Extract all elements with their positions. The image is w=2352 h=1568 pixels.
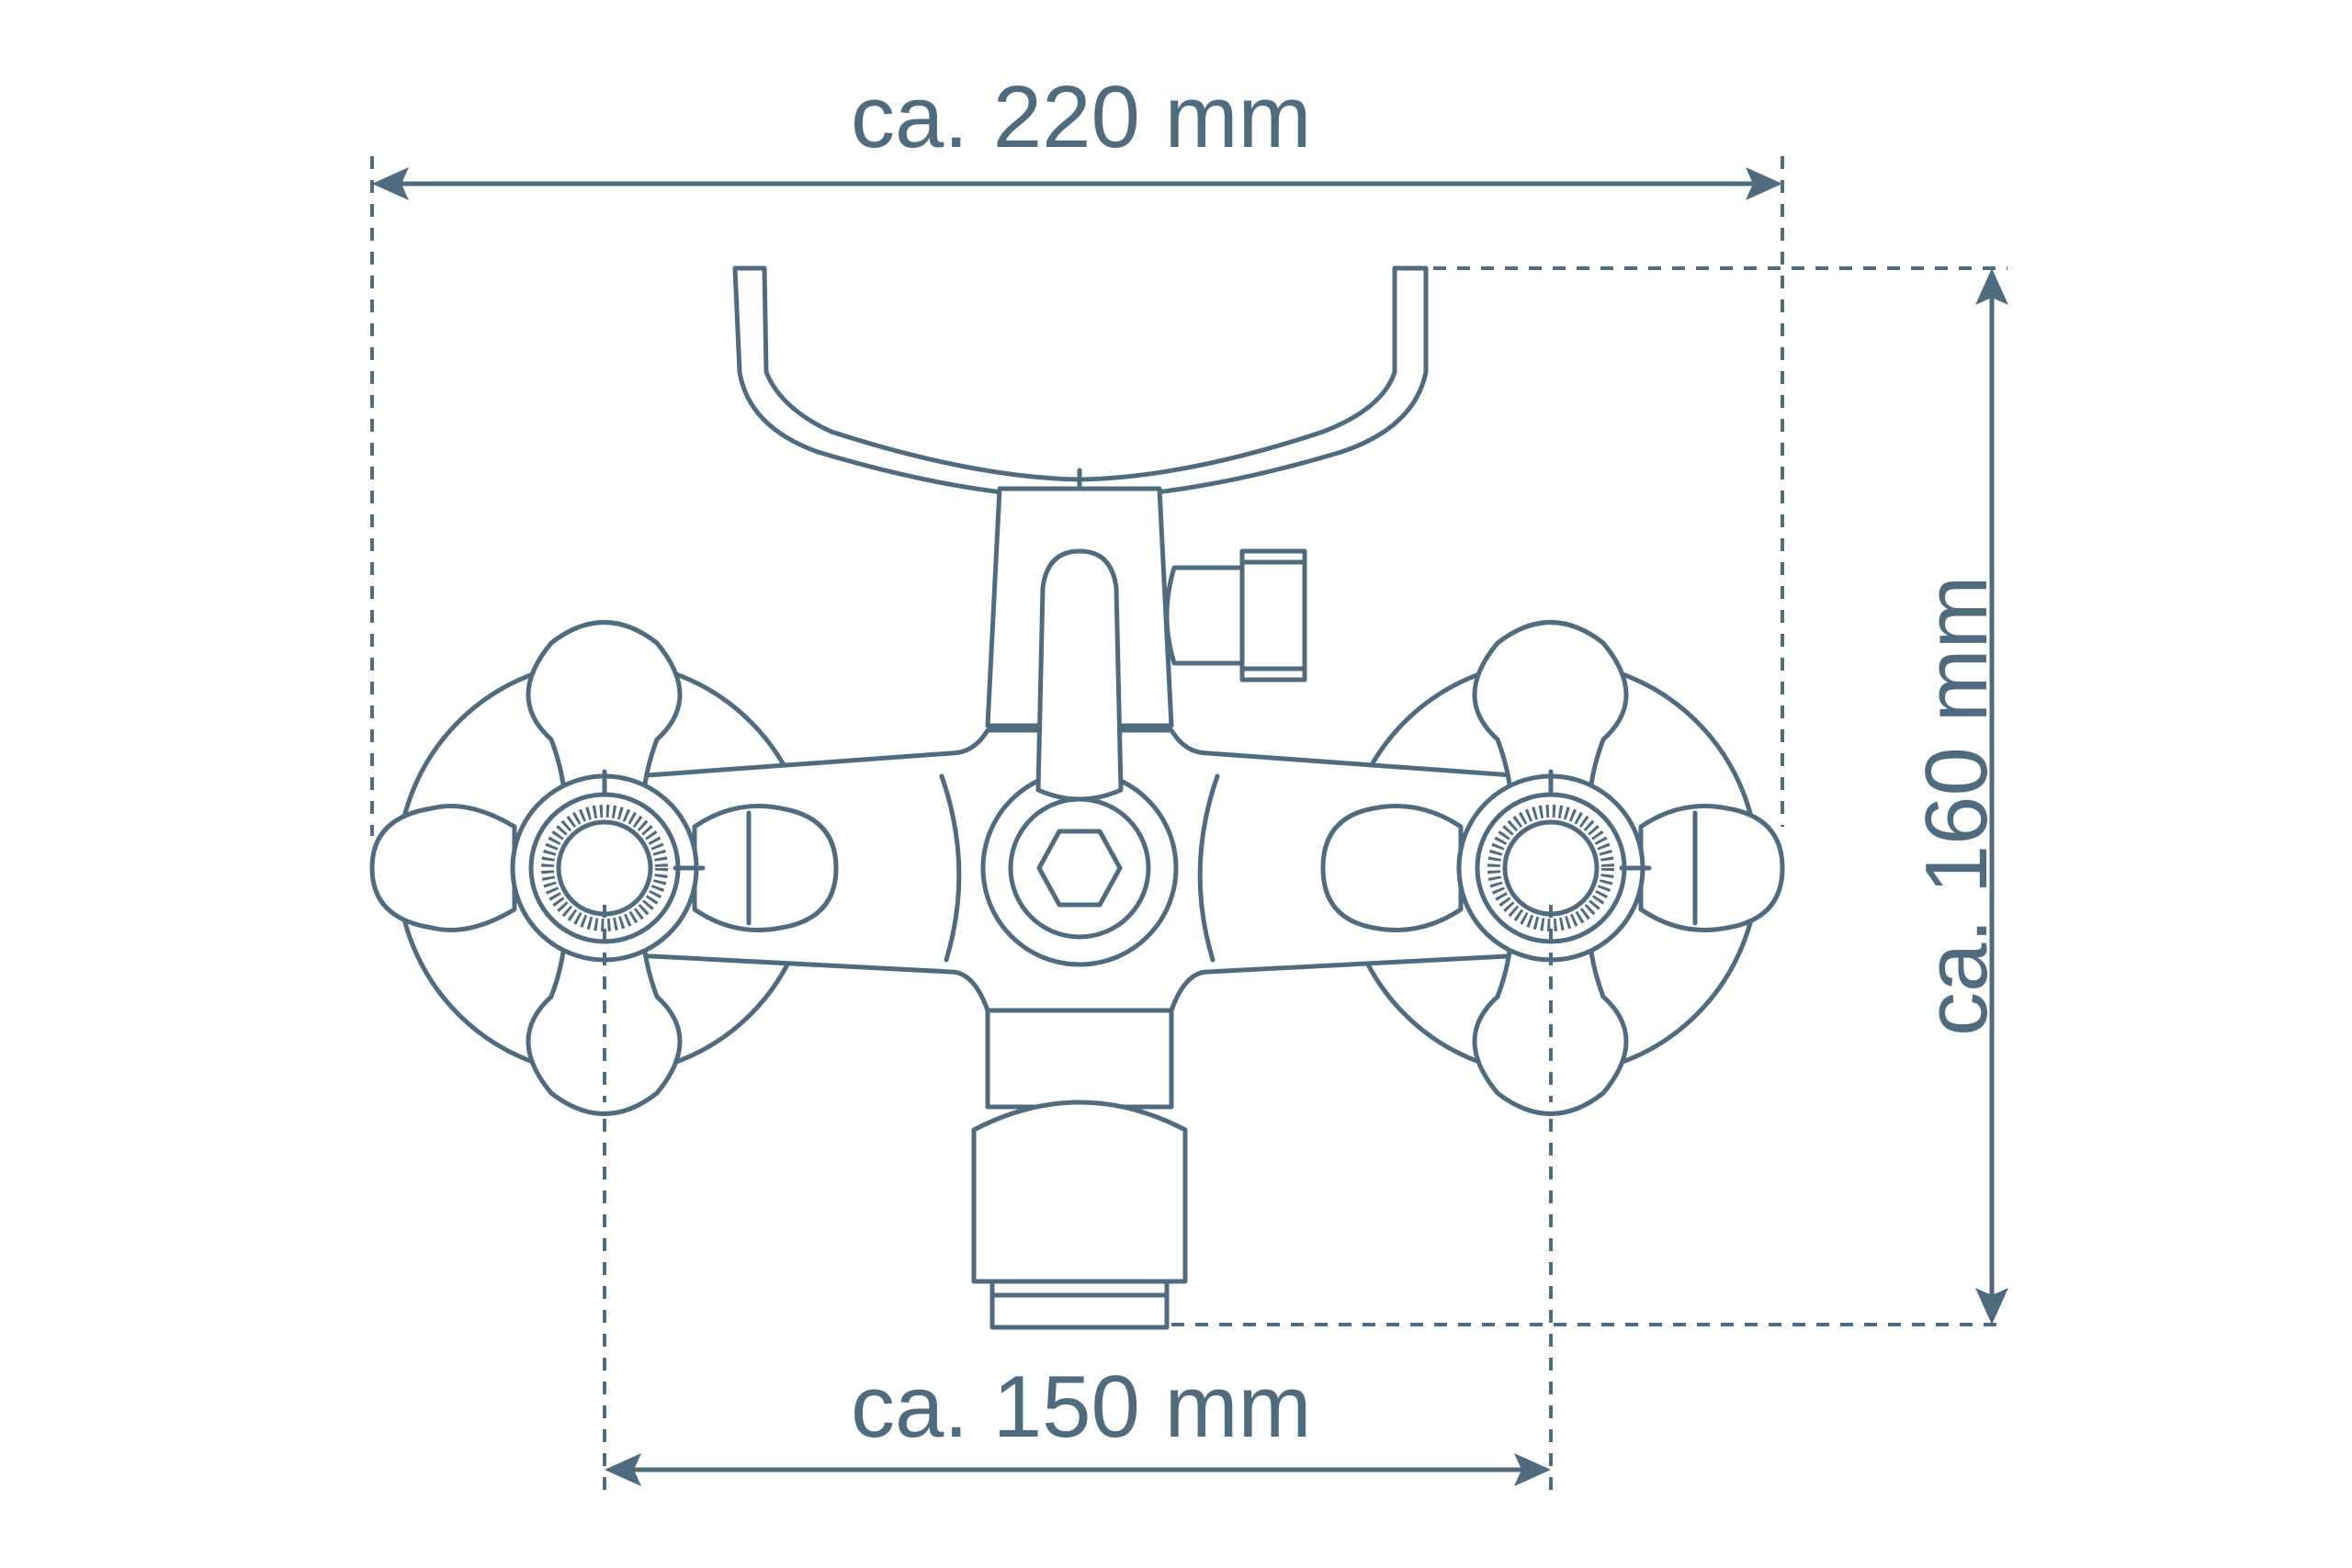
dimension-height-line (1975, 268, 2008, 1325)
dimension-width-label: ca. 220 mm (851, 68, 1312, 166)
shower-holder (732, 265, 1429, 501)
extension-lines (370, 156, 2007, 1493)
right-cross-handle (1320, 620, 1785, 1116)
dimension-width-line (372, 167, 1782, 200)
dimension-height-label: ca. 160 mm (1907, 575, 2006, 1036)
valve-centrelines (603, 905, 1553, 1102)
central-hub (980, 548, 1179, 967)
hex-nut (1036, 829, 1123, 908)
dimension-spacing-label: ca. 150 mm (851, 1358, 1312, 1456)
spout (971, 1008, 1188, 1330)
side-outlet-nut (1164, 548, 1307, 682)
left-cross-handle (369, 620, 839, 1116)
dimension-spacing-line (605, 1453, 1551, 1486)
